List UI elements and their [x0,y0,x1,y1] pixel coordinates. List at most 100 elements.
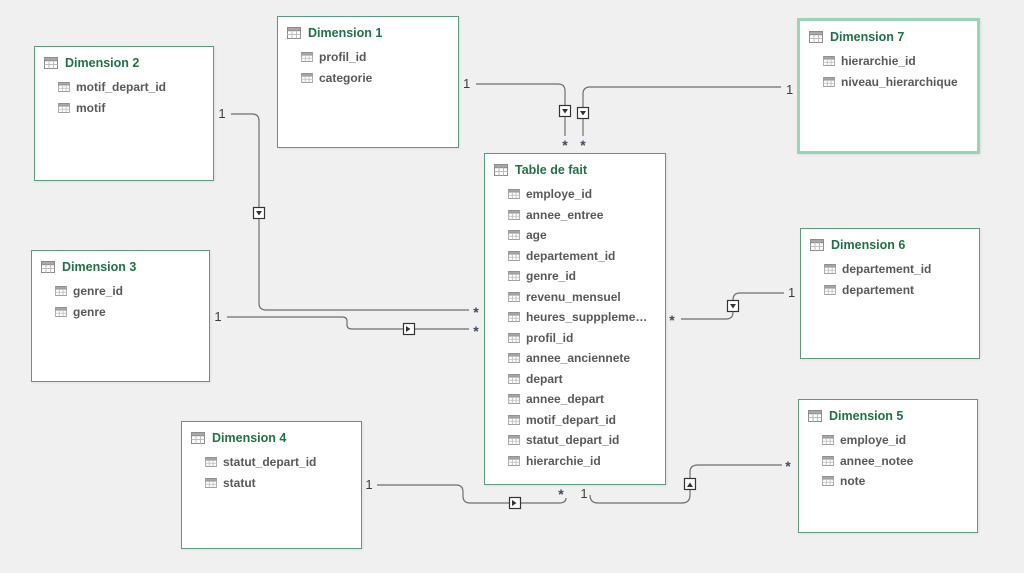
column-icon [823,77,835,87]
field-label: departement_id [526,248,616,263]
field-item[interactable]: niveau_hierarchique [800,72,977,93]
table-dimension-2[interactable]: Dimension 2 motif_depart_id motif [34,46,214,181]
field-item[interactable]: employe_id [485,184,665,205]
table-title: Dimension 5 [829,409,904,423]
table-header[interactable]: Dimension 6 [801,229,979,259]
field-item[interactable]: annee_notee [799,451,977,472]
column-icon [55,286,67,296]
field-item[interactable]: hierarchie_id [800,51,977,72]
field-label: departement_id [842,262,932,277]
field-label: depart [526,371,563,386]
relationship-dimension7-fact[interactable]: 1 * [576,82,794,153]
table-title: Dimension 6 [831,238,906,252]
table-dimension-3[interactable]: Dimension 3 genre_id genre [31,250,210,382]
cardinality-one: 1 [365,477,372,492]
table-icon [494,164,508,176]
column-icon [508,415,520,425]
field-item[interactable]: statut_depart_id [182,452,361,473]
field-item[interactable]: departement_id [485,246,665,267]
field-item[interactable]: statut_depart_id [485,430,665,451]
column-icon [508,292,520,302]
field-item[interactable]: genre_id [485,266,665,287]
field-item[interactable]: annee_depart [485,389,665,410]
table-dimension-6[interactable]: Dimension 6 departement_id departement [800,228,980,359]
table-title: Dimension 4 [212,431,287,445]
column-icon [301,52,313,62]
table-icon [809,31,823,43]
field-label: statut_depart_id [223,455,317,470]
table-header[interactable]: Table de fait [485,154,665,184]
field-item[interactable]: motif_depart_id [485,410,665,431]
relationship-dimension1-fact[interactable]: 1 * [463,76,572,153]
field-item[interactable]: genre_id [32,281,209,302]
field-item[interactable]: annee_entree [485,205,665,226]
table-header[interactable]: Dimension 3 [32,251,209,281]
table-title: Dimension 3 [62,260,137,274]
field-item[interactable]: motif_depart_id [35,77,213,98]
cardinality-many: * [562,137,568,153]
column-icon [205,478,217,488]
field-label: hierarchie_id [841,54,916,69]
table-header[interactable]: Dimension 7 [800,21,977,51]
column-icon [822,456,834,466]
table-header[interactable]: Dimension 4 [182,422,361,452]
field-item[interactable]: statut [182,473,361,494]
field-label: age [526,228,547,243]
table-dimension-1[interactable]: Dimension 1 profil_id categorie [277,16,459,148]
field-item[interactable]: revenu_mensuel [485,287,665,308]
column-icon [508,353,520,363]
field-item[interactable]: genre [32,302,209,323]
field-item[interactable]: age [485,225,665,246]
table-header[interactable]: Dimension 2 [35,47,213,77]
column-icon [508,210,520,220]
column-icon [55,307,67,317]
field-item[interactable]: hierarchie_id [485,451,665,472]
field-label: genre [73,304,106,319]
relationship-dimension3-fact[interactable]: 1 * [214,309,479,339]
cardinality-one: 1 [463,76,470,91]
table-dimension-4[interactable]: Dimension 4 statut_depart_id statut [181,421,362,549]
field-item[interactable]: note [799,471,977,492]
cardinality-one: 1 [580,486,587,501]
field-label: revenu_mensuel [526,289,621,304]
table-icon [41,261,55,273]
field-item[interactable]: departement [801,280,979,301]
table-title: Dimension 1 [308,26,383,40]
field-item[interactable]: categorie [278,68,458,89]
column-icon [824,285,836,295]
field-label: annee_entree [526,207,604,222]
table-header[interactable]: Dimension 1 [278,17,458,47]
table-header[interactable]: Dimension 5 [799,400,977,430]
cardinality-many: * [580,137,586,153]
table-dimension-7[interactable]: Dimension 7 hierarchie_id niveau_hierarc… [797,18,980,154]
field-label: profil_id [526,330,574,345]
field-item[interactable]: profil_id [485,328,665,349]
field-label: annee_depart [526,392,605,407]
cardinality-many: * [785,458,791,474]
field-item[interactable]: profil_id [278,47,458,68]
column-icon [823,56,835,66]
field-item[interactable]: depart [485,369,665,390]
table-icon [191,432,205,444]
field-item[interactable]: heures_supppleme… [485,307,665,328]
field-label: statut_depart_id [526,433,620,448]
column-icon [205,457,217,467]
field-label: annee_notee [840,453,914,468]
field-label: motif_depart_id [526,412,617,427]
field-label: genre_id [526,269,577,284]
field-item[interactable]: motif [35,98,213,119]
column-icon [508,271,520,281]
column-icon [508,374,520,384]
table-dimension-5[interactable]: Dimension 5 employe_id annee_notee note [798,399,978,533]
table-de-fait[interactable]: Table de fait employe_id annee_entree ag… [484,153,666,485]
field-item[interactable]: employe_id [799,430,977,451]
relationship-dimension6-fact[interactable]: 1 * [669,285,795,328]
cardinality-many: * [473,304,479,320]
cardinality-one: 1 [788,285,795,300]
column-icon [508,230,520,240]
field-label: hierarchie_id [526,453,601,468]
field-item[interactable]: departement_id [801,259,979,280]
field-item[interactable]: annee_anciennete [485,348,665,369]
field-label: categorie [319,70,373,85]
